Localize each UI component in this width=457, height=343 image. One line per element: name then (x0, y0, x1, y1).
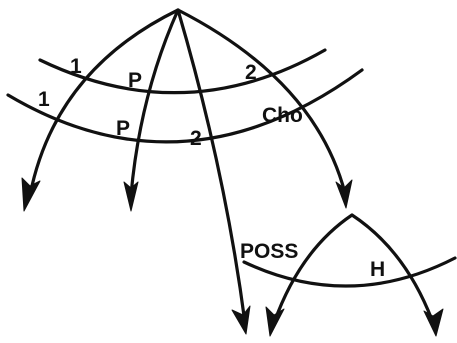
small-tree-left-branch (272, 213, 354, 325)
small-tree-crossing-arc (242, 256, 457, 288)
main-branch-2 (129, 8, 180, 197)
label-poss: POSS (240, 240, 298, 263)
lower-crossing-arc (6, 68, 364, 144)
label-upper-1: 1 (70, 55, 82, 78)
main-branch-1 (28, 8, 180, 197)
label-upper-p: P (128, 69, 142, 92)
arrowhead-4 (335, 179, 353, 209)
label-cho: Cho (262, 104, 303, 127)
main-branch-3 (176, 8, 247, 325)
small-arrowhead-right (423, 308, 444, 337)
small-arrowhead-left (265, 306, 285, 337)
arrowhead-1 (21, 177, 41, 212)
label-lower-2: 2 (190, 127, 202, 150)
arrowhead-3 (231, 305, 251, 335)
arrowhead-2 (123, 181, 139, 212)
upper-crossing-arc (38, 48, 327, 95)
label-lower-p: P (116, 117, 130, 140)
label-lower-1: 1 (38, 88, 50, 111)
small-tree-right-branch (350, 213, 434, 322)
main-branch-4 (176, 8, 347, 195)
label-upper-2: 2 (245, 61, 257, 84)
label-h: H (370, 258, 385, 281)
